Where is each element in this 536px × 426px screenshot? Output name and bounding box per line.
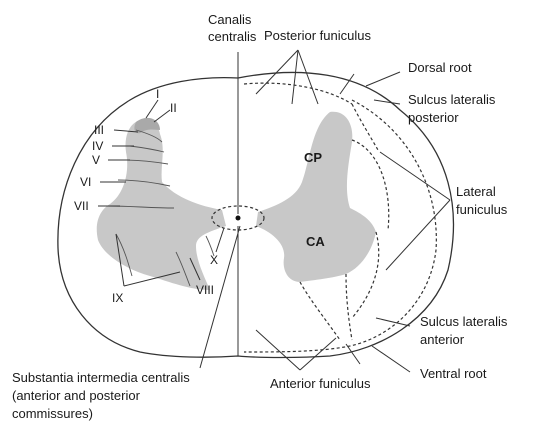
label-substantia-3: commissures) <box>12 406 93 421</box>
label-dorsal-root: Dorsal root <box>408 60 472 75</box>
leader-ventral-root <box>372 346 410 372</box>
label-canalis-1: Canalis <box>208 12 252 27</box>
lamina-label-IX: IX <box>112 291 123 305</box>
lamina-label-VIII: VIII <box>196 283 214 297</box>
lamina-label-IV: IV <box>92 139 103 153</box>
lamina-label-V: V <box>92 153 100 167</box>
lamina-label-II: II <box>170 101 177 115</box>
label-posterior-funiculus: Posterior funiculus <box>264 28 371 43</box>
lamina-label-VII: VII <box>74 199 89 213</box>
label-sulcus-anterior-1: Sulcus lateralis <box>420 314 508 329</box>
label-lateral-1: Lateral <box>456 184 496 199</box>
label-ca: CA <box>306 234 325 249</box>
lamina-label-III: III <box>94 123 104 137</box>
lamina-label-I: I <box>156 87 159 101</box>
label-sulcus-posterior-2: posterior <box>408 110 459 125</box>
label-cp: CP <box>304 150 322 165</box>
label-lateral-2: funiculus <box>456 202 508 217</box>
lamina-label-VI: VI <box>80 175 91 189</box>
label-anterior-funiculus: Anterior funiculus <box>270 376 371 391</box>
label-substantia-2: (anterior and posterior <box>12 388 141 403</box>
leader-dorsal-root <box>366 72 400 86</box>
label-sulcus-posterior-1: Sulcus lateralis <box>408 92 496 107</box>
label-substantia-1: Substantia intermedia centralis <box>12 370 190 385</box>
label-sulcus-anterior-2: anterior <box>420 332 465 347</box>
lamina-label-X: X <box>210 253 218 267</box>
label-canalis-2: centralis <box>208 29 257 44</box>
canalis-centralis-dot <box>236 216 241 221</box>
label-ventral-root: Ventral root <box>420 366 487 381</box>
